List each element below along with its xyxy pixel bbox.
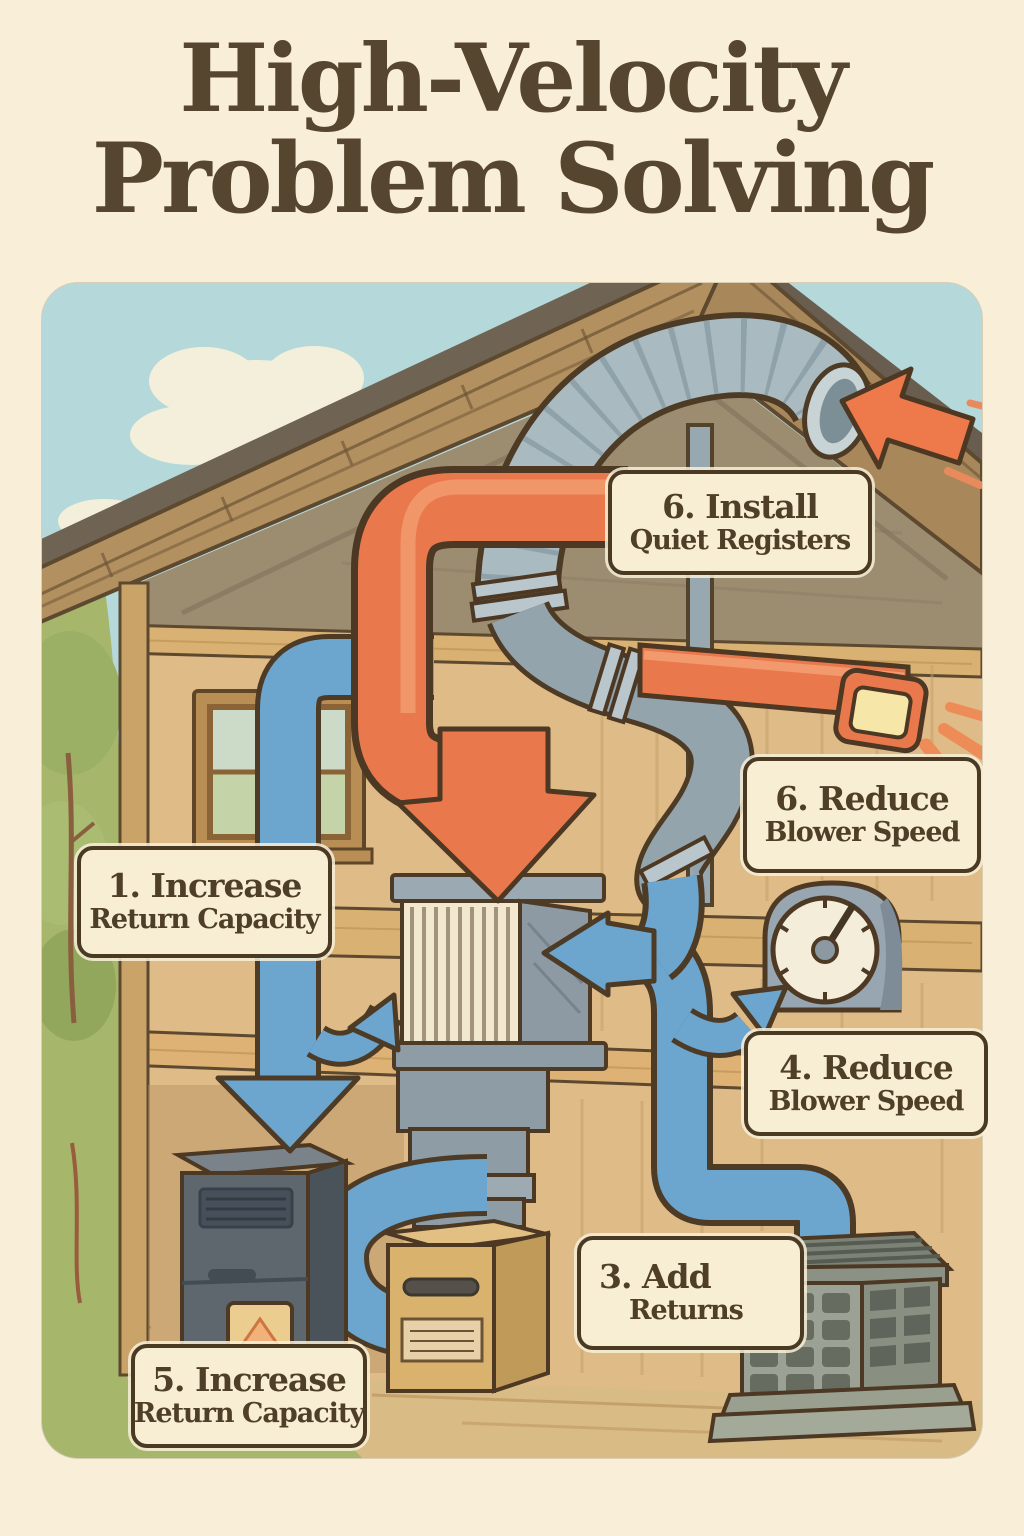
label-install-quiet-registers: 6. Install Quiet Registers [608, 470, 872, 575]
supply-duct-orange [351, 466, 628, 904]
label-increase-return-capacity-lower: 5. Increase Return Capacity [131, 1344, 367, 1448]
register-glow [848, 685, 913, 740]
poster-title: High-Velocity Problem Solving [0, 30, 1024, 229]
label-add-returns: 3. Add Returns [577, 1236, 804, 1350]
label-line: Return Capacity [133, 1398, 365, 1430]
corner-post [118, 581, 150, 1377]
gray-trunk-duct-icon [487, 599, 755, 918]
title-line-2: Problem Solving [91, 121, 935, 235]
label-line: Blower Speed [768, 1085, 965, 1117]
return-drop-blue [215, 634, 434, 1154]
air-filter-icon [390, 873, 608, 1071]
label-line: 5. Increase [152, 1360, 347, 1400]
label-line: 6. Install [662, 486, 819, 526]
title-line-1: High-Velocity [179, 24, 847, 134]
label-line: Returns [629, 1295, 744, 1327]
return-duct-blue [633, 874, 856, 1258]
label-reduce-blower-speed-upper: 6. Reduce Blower Speed [743, 757, 981, 873]
air-handler-icon [385, 1218, 551, 1394]
label-increase-return-capacity-upper: 1. Increase Return Capacity [77, 846, 332, 958]
airflow-arrow-blue-left [541, 910, 789, 1039]
label-line: Return Capacity [89, 904, 320, 936]
airflow-arrow-orange [839, 366, 982, 489]
label-line: 6. Reduce [775, 779, 950, 819]
label-line: 1. Increase [107, 866, 303, 906]
label-line: Quiet Registers [629, 524, 851, 556]
label-line: 4. Reduce [779, 1047, 954, 1087]
airflow-arrow-blue-small [306, 992, 402, 1067]
label-reduce-blower-speed-lower: 4. Reduce Blower Speed [744, 1031, 988, 1136]
blower-speed-gauge-icon [762, 880, 903, 1013]
label-line: Blower Speed [764, 817, 961, 849]
label-line: 3. Add [599, 1257, 712, 1297]
